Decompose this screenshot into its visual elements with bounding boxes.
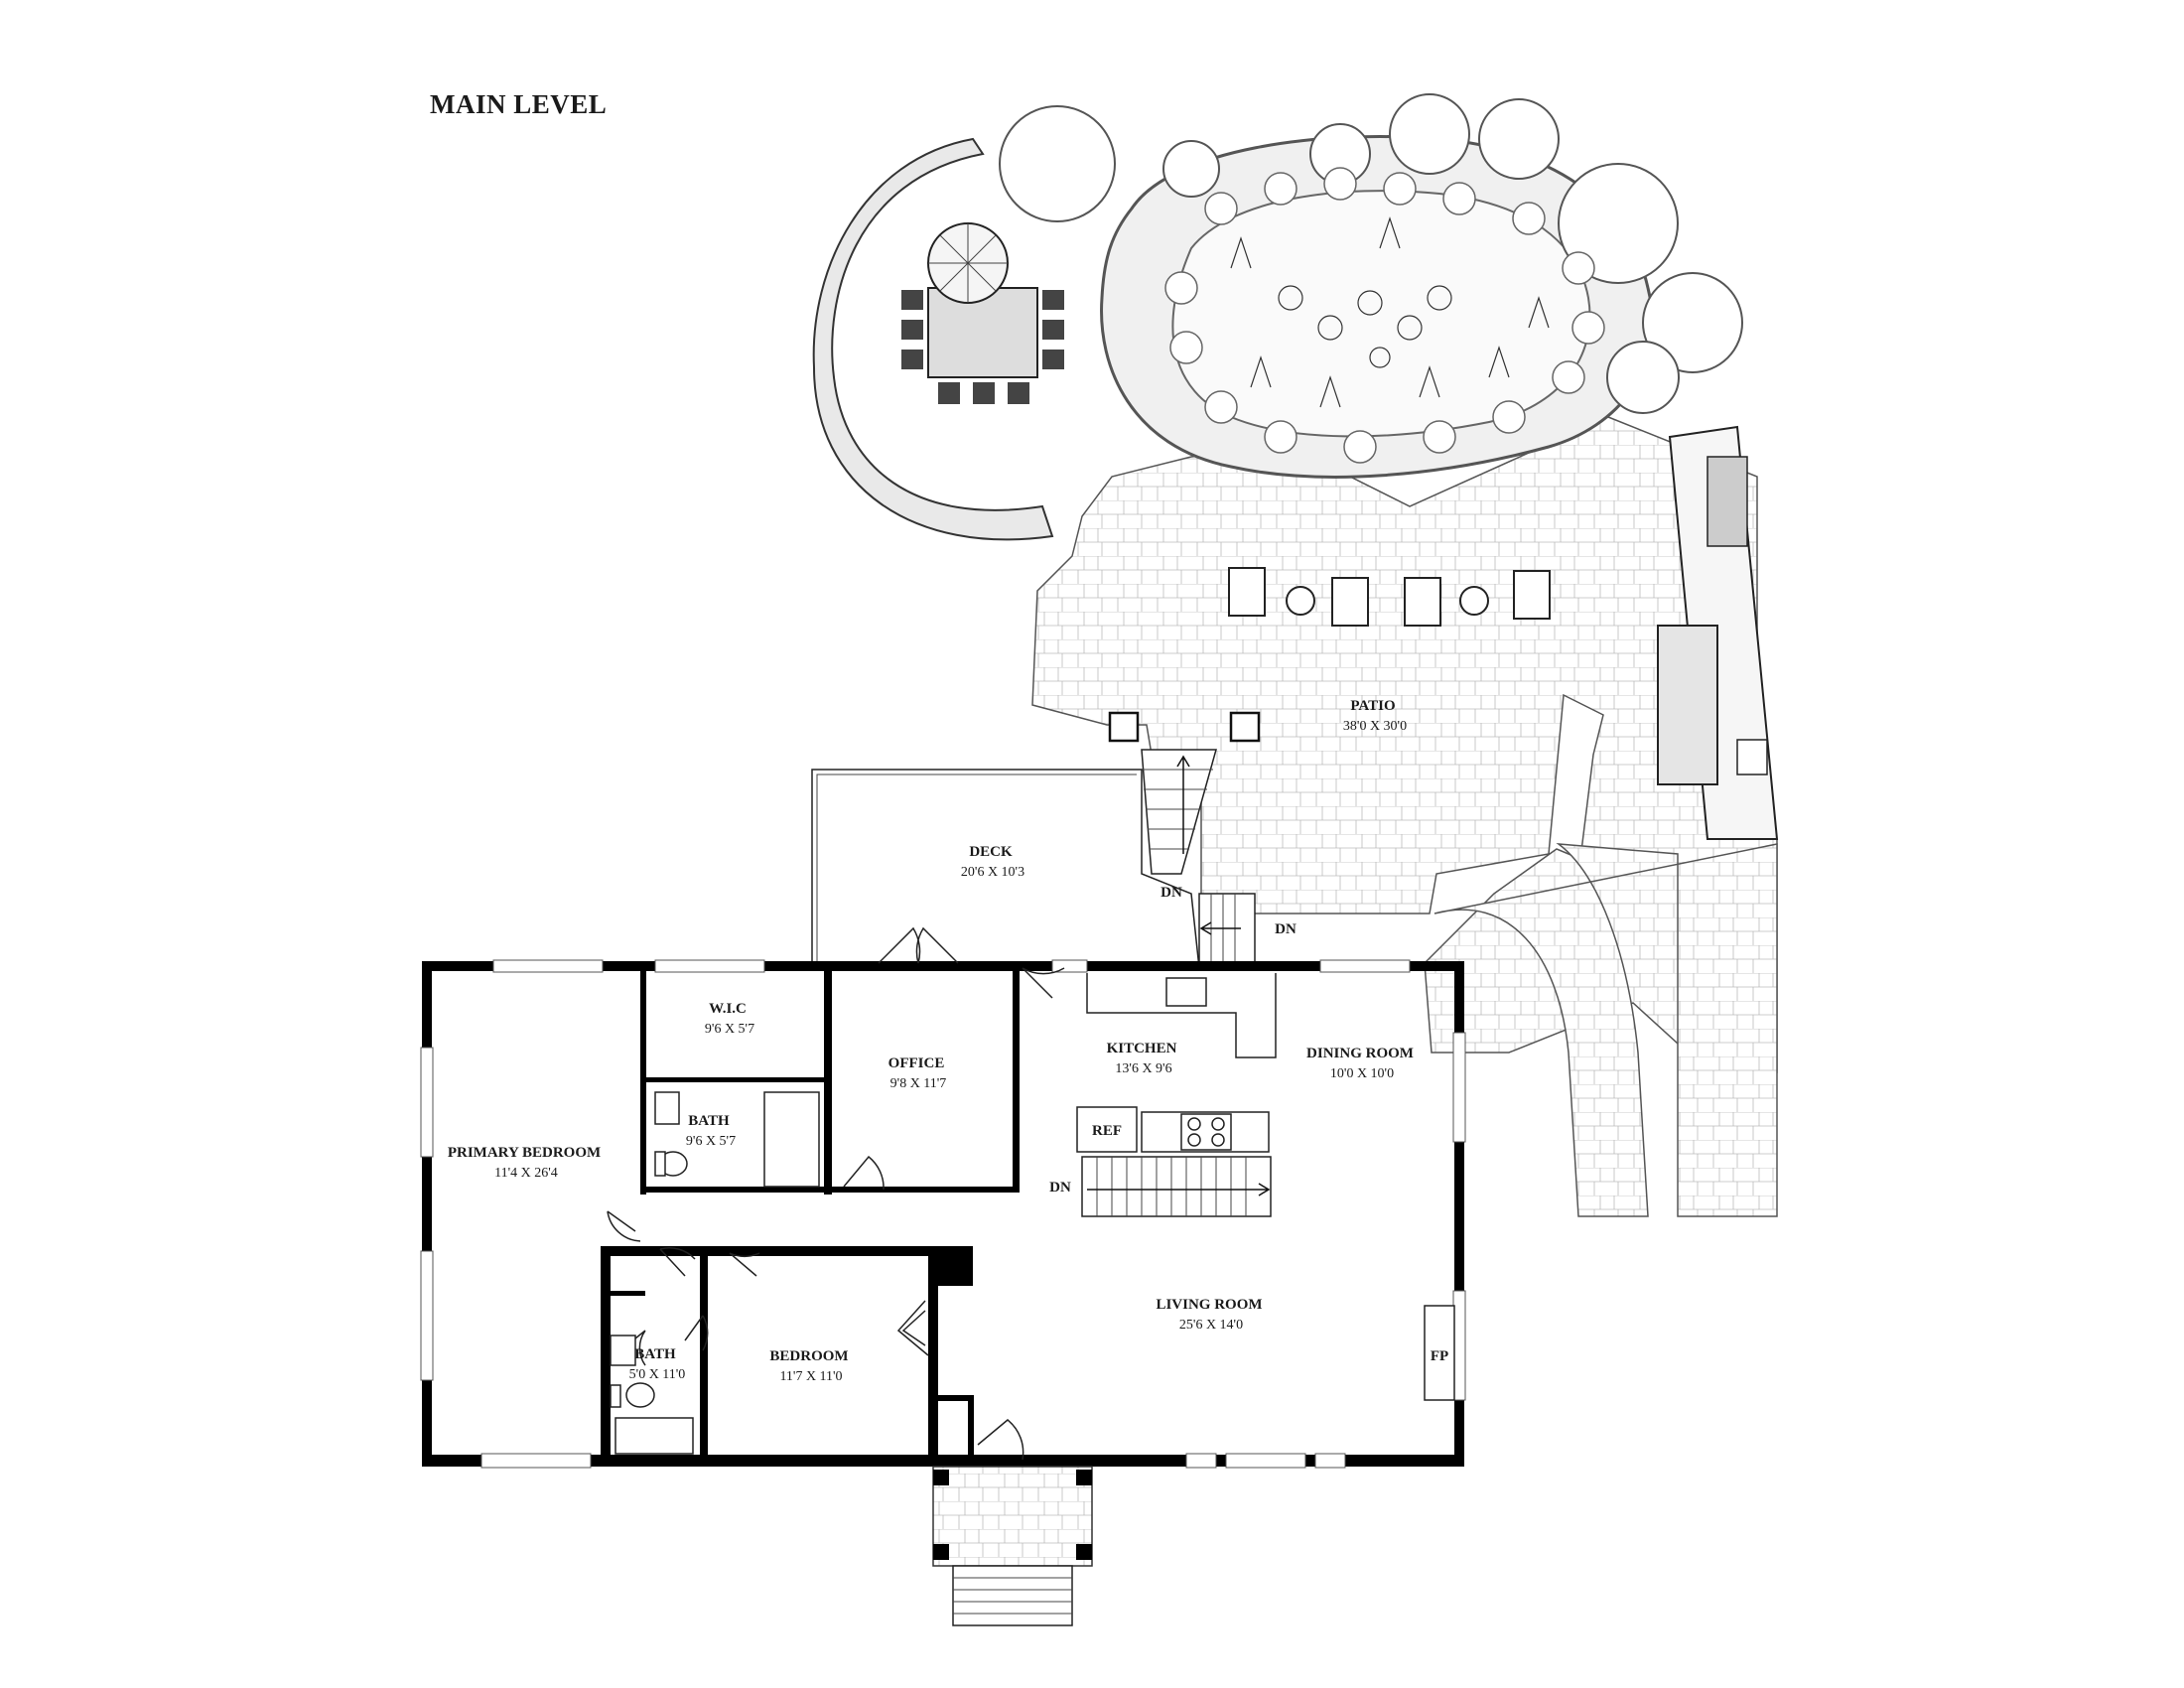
plan-title: MAIN LEVEL	[430, 89, 608, 119]
primary-bedroom-label: PRIMARY BEDROOM 11'4 X 26'4	[448, 1144, 605, 1181]
outdoor-kitchen	[1657, 425, 1779, 840]
deck-label: DECK 20'6 X 10'3	[961, 843, 1024, 880]
cooktop	[1180, 1113, 1232, 1151]
fireplace	[1424, 1305, 1455, 1401]
plantings	[1230, 216, 1550, 408]
lounge-chairs	[1228, 567, 1551, 627]
windows	[420, 959, 1466, 1469]
walkway	[1433, 843, 1778, 1217]
kitchen-counters	[1076, 973, 1277, 1153]
wic-label: W.I.C 9'6 X 5'7	[705, 1000, 754, 1037]
fp-label: FP	[1431, 1348, 1448, 1364]
deck-steps	[1198, 893, 1256, 964]
deck-outline	[811, 769, 1200, 969]
ref-label: REF	[1092, 1123, 1122, 1139]
office-label: OFFICE 9'8 X 11'7	[888, 1055, 949, 1091]
front-porch	[932, 1466, 1093, 1626]
dn-label-patio-steps: DN	[1160, 885, 1182, 901]
interior-stairs	[1081, 1156, 1272, 1217]
bedroom-label: BEDROOM 11'7 X 11'0	[769, 1347, 852, 1384]
patio-label: PATIO 38'0 X 30'0	[1343, 697, 1407, 734]
shrubs	[999, 93, 1743, 414]
boulders	[1164, 167, 1605, 464]
bath1-label: BATH 9'6 X 5'7	[686, 1112, 736, 1149]
dining-table	[901, 222, 1064, 404]
bath2-label: BATH 5'0 X 11'0	[629, 1345, 686, 1382]
doors	[607, 926, 1065, 1461]
patio-steps	[1141, 749, 1217, 875]
seat-wall	[812, 137, 1054, 541]
dining-room-label: DINING ROOM 10'0 X 10'0	[1306, 1045, 1418, 1081]
dn-label-interior-stairs: DN	[1049, 1180, 1071, 1196]
kitchen-label: KITCHEN 13'6 X 9'6	[1107, 1040, 1181, 1076]
dn-label-deck-steps: DN	[1275, 921, 1297, 937]
pillar	[1229, 711, 1261, 743]
living-room-label: LIVING ROOM 25'6 X 14'0	[1156, 1296, 1266, 1333]
pillar	[1108, 711, 1140, 743]
exterior-walls	[422, 961, 1464, 1467]
bath-fixtures	[610, 1091, 820, 1455]
